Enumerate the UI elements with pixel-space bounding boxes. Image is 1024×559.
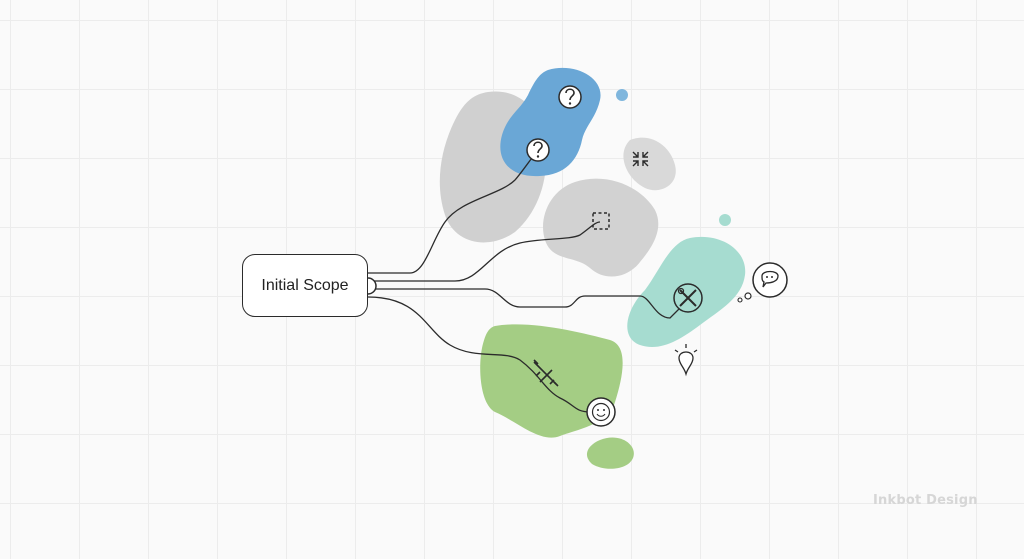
watermark: Inkbot Design	[873, 493, 978, 508]
initial-scope-label: Initial Scope	[261, 276, 349, 294]
smiley-face-icon	[586, 397, 616, 427]
gray-blob-medium	[543, 178, 659, 277]
question-mark-icon	[558, 85, 582, 109]
teal-dot	[719, 214, 731, 226]
blue-blob	[500, 67, 601, 177]
connector-lines	[367, 149, 689, 413]
wrench-screwdriver-icon	[673, 283, 703, 313]
chat-bubble-icon	[737, 262, 788, 303]
line-to-dashed	[368, 221, 601, 282]
green-blob-small	[586, 437, 634, 469]
arrows-converge-icon	[632, 151, 649, 167]
blue-dot	[616, 89, 628, 101]
lightbulb-icon	[674, 344, 698, 377]
initial-scope-node: Initial Scope	[242, 254, 368, 317]
gray-blob-small	[623, 137, 676, 191]
question-mark-icon	[526, 138, 550, 162]
line-to-question	[368, 149, 539, 274]
line-to-tools	[368, 288, 689, 319]
dashed-frame-icon	[592, 212, 610, 230]
airplane-icon	[533, 359, 559, 387]
line-to-smile	[367, 296, 591, 413]
